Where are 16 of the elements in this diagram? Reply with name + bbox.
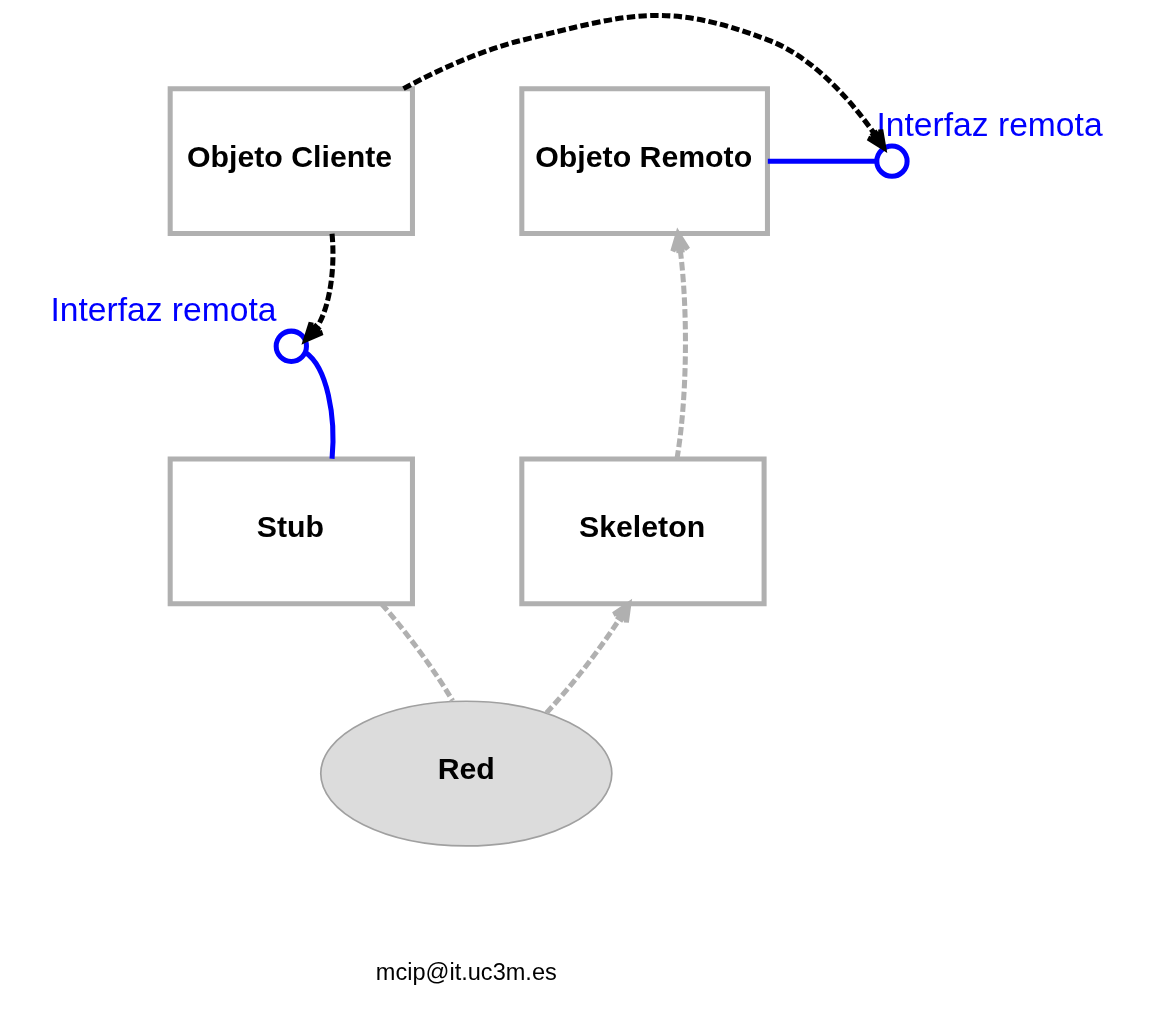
arrow — [303, 233, 336, 343]
node-ellipse: Red — [319, 700, 613, 847]
connector — [379, 602, 455, 703]
connector — [303, 350, 336, 459]
node-box: Objeto Cliente — [167, 86, 415, 237]
connector — [767, 158, 877, 164]
node-label: Interfaz remota — [50, 291, 277, 329]
node-label: Interfaz remota — [876, 105, 1103, 143]
node-box: Objeto Remoto — [519, 86, 770, 237]
node-box: Skeleton — [519, 456, 767, 607]
label: mcip@it.uc3m.es — [375, 959, 557, 986]
node-box: Stub — [167, 456, 415, 607]
node-circle — [874, 143, 910, 179]
node-circle — [273, 328, 309, 364]
arrow — [402, 13, 887, 151]
arrow — [544, 601, 632, 715]
